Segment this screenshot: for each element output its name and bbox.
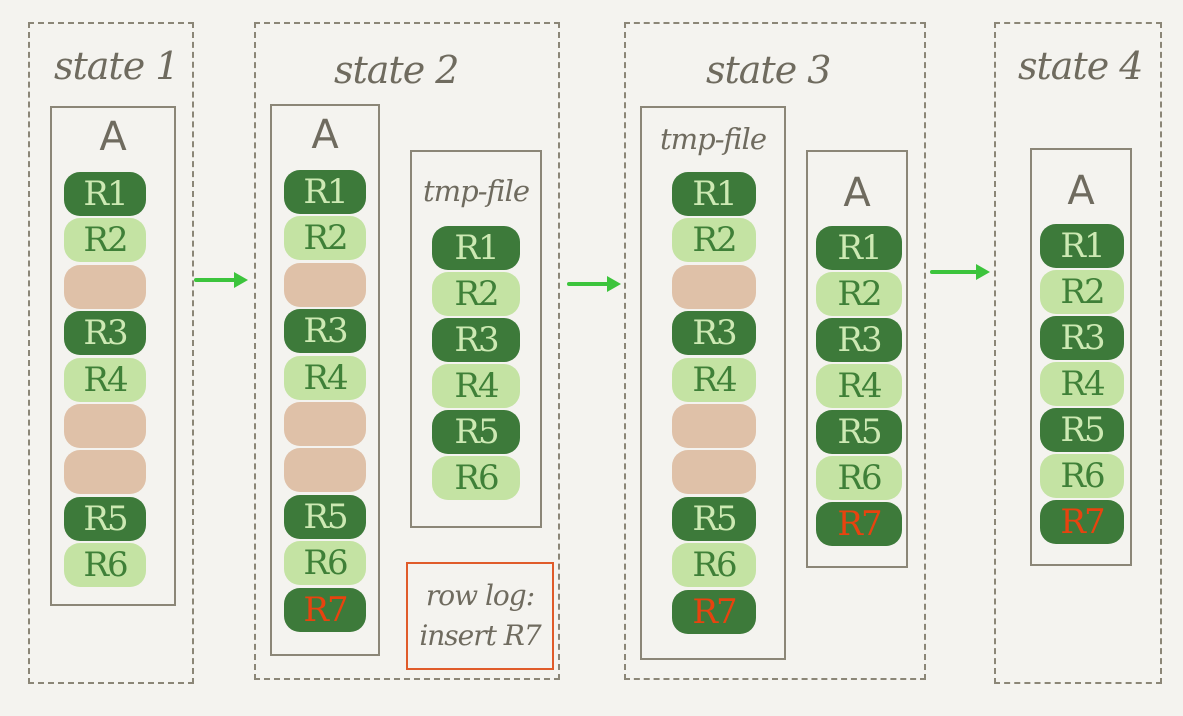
s4-table-a-title: A	[1067, 168, 1095, 214]
row-r2: R2	[672, 218, 756, 263]
row-r7: R7	[284, 587, 366, 632]
empty-row-slot	[284, 262, 366, 307]
row-r3: R3	[284, 309, 366, 354]
row-r7: R7	[672, 589, 756, 634]
empty-row-slot	[672, 404, 756, 448]
row-r2: R2	[284, 216, 366, 261]
row-r1: R1	[432, 226, 520, 270]
row-log-entry: insert R7	[419, 619, 541, 652]
row-r6: R6	[432, 456, 520, 500]
row-r4: R4	[1040, 362, 1124, 406]
row-r3: R3	[64, 311, 146, 356]
row-r2: R2	[816, 272, 902, 316]
row-r3: R3	[672, 311, 756, 356]
empty-row-slot	[672, 264, 756, 309]
row-log-box: row log: insert R7	[406, 562, 554, 670]
state-1-panel: state 1	[28, 22, 194, 684]
row-r5: R5	[432, 410, 520, 454]
row-r5: R5	[816, 410, 902, 454]
empty-row-slot	[284, 448, 366, 493]
row-r3: R3	[1040, 316, 1124, 360]
s3-tmp-file-title: tmp-file	[660, 122, 767, 156]
row-r2: R2	[1040, 270, 1124, 314]
s1-table-a-title: A	[99, 114, 127, 160]
empty-row-slot	[64, 450, 146, 495]
state-2-panel: state 2	[254, 22, 560, 680]
row-r6: R6	[816, 456, 902, 500]
row-r6: R6	[672, 543, 756, 588]
row-r1: R1	[816, 226, 902, 270]
row-r7: R7	[1040, 500, 1124, 544]
row-r6: R6	[1040, 454, 1124, 498]
row-r5: R5	[1040, 408, 1124, 452]
row-r4: R4	[672, 357, 756, 402]
s2-tmp-file-title: tmp-file	[423, 174, 530, 208]
state-3-title: state 3	[706, 48, 831, 92]
row-r2: R2	[432, 272, 520, 316]
arrow-state3-to-state4	[930, 264, 990, 280]
empty-row-slot	[64, 404, 146, 448]
row-r1: R1	[1040, 224, 1124, 268]
state-4-title: state 4	[1018, 44, 1143, 88]
state-1-title: state 1	[54, 44, 179, 88]
row-r1: R1	[64, 172, 146, 216]
s2-table-a-title: A	[311, 112, 339, 158]
row-r4: R4	[816, 364, 902, 408]
row-r4: R4	[64, 357, 146, 402]
row-r4: R4	[284, 355, 366, 400]
state-3-panel: state 3	[624, 22, 926, 680]
row-r2: R2	[64, 218, 146, 263]
row-r1: R1	[284, 170, 366, 214]
row-r3: R3	[432, 318, 520, 362]
state-4-panel: state 4	[994, 22, 1162, 684]
arrow-state1-to-state2	[194, 272, 248, 288]
row-r6: R6	[64, 543, 146, 588]
row-r5: R5	[284, 494, 366, 539]
row-r7: R7	[816, 502, 902, 546]
row-r5: R5	[64, 496, 146, 541]
row-log-label: row log:	[425, 579, 535, 612]
state-2-title: state 2	[334, 48, 459, 92]
arrow-state2-to-state3	[567, 276, 621, 292]
empty-row-slot	[672, 450, 756, 495]
row-r6: R6	[284, 541, 366, 586]
s3-table-a-title: A	[843, 170, 871, 216]
row-r5: R5	[672, 496, 756, 541]
row-r3: R3	[816, 318, 902, 362]
row-r4: R4	[432, 364, 520, 408]
empty-row-slot	[284, 402, 366, 446]
row-r1: R1	[672, 172, 756, 216]
empty-row-slot	[64, 264, 146, 309]
